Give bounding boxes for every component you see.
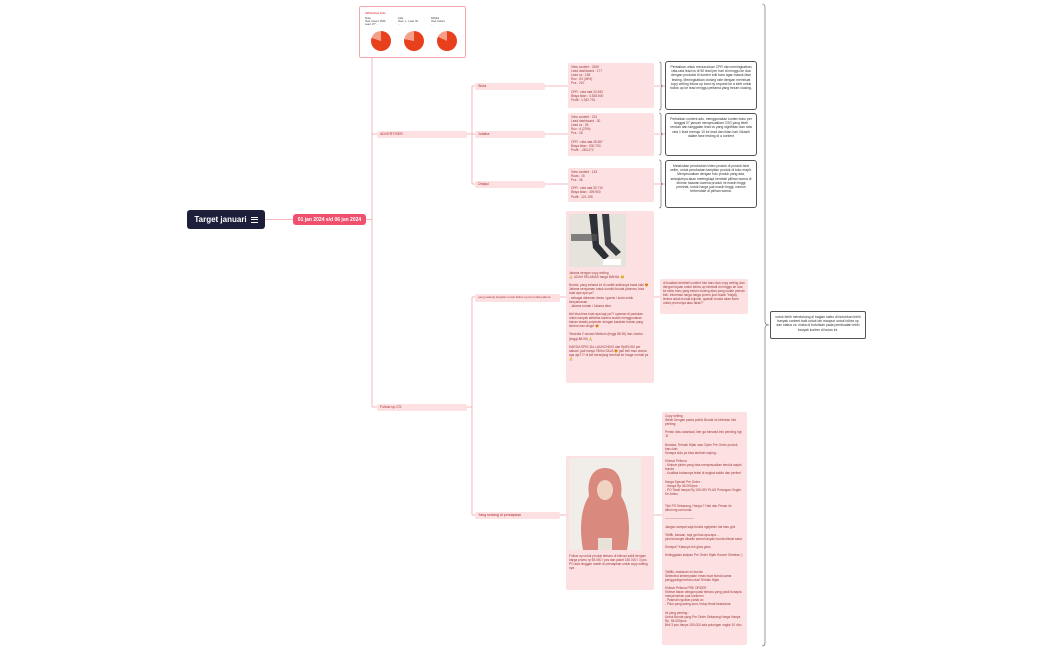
copywriting-card[interactable]: Copy writing Week Dengan pama public Bun… [662,412,747,645]
jalama-product-photo [569,214,626,267]
root-topic[interactable]: Target januari [187,210,265,229]
copywriting-text: Copy writing Week Dengan pama public Bun… [665,414,743,627]
pie-cell-sinta: Sinta View content: 2549 Lead: 177 ... [365,17,397,55]
branch-follow-up-cs[interactable]: Follow up CS [377,403,467,411]
branch-in-preparation[interactable]: Yang sedang di persiapkan [475,511,560,519]
pie-label: Sinta View content: 2549 Lead: 177 ... [365,17,386,26]
pie-label: Julia View: 1... Lead: 30 ... [398,17,418,26]
jalama-follow-up-text: di buatkan kembali content foto baru dan… [663,281,746,306]
note-julaiha[interactable]: Perbaikan content ads, menggunakan konte… [665,113,757,156]
branch-advertiser[interactable]: ADVERTISER [377,130,467,138]
stats-text: View content : 2549 Lead dashboard : 177… [571,65,604,102]
date-range-topic[interactable]: 01 jan 2024 s/d 06 jan 2024 [293,214,366,225]
note-dhiqiul[interactable]: Melakukan perubahan video produk di prod… [665,160,757,208]
stats-card-dhiqiul[interactable]: View content : 143 Roas : 15 Pcs : 36 CP… [568,168,654,202]
note-sinta[interactable]: Perbaikan untuk menurunkan CPR dan menin… [665,61,757,110]
menu-lines-icon[interactable] [250,215,258,224]
thumbnail-title: ADVertise Ads [365,11,386,15]
root-title: Target januari [194,215,247,224]
summary-note[interactable]: untuk lebih mendukung di bagian sales di… [770,311,866,339]
stats-card-sinta[interactable]: View content : 2549 Lead dashboard : 177… [568,63,654,108]
pie-cell-julia: Julia View: 1... Lead: 30 ... [398,17,430,55]
ads-chart-thumbnail[interactable]: ADVertise Ads Sinta View content: 2549 L… [359,6,466,58]
jalama-follow-up-card[interactable]: di buatkan kembali content foto baru dan… [660,279,748,314]
hijab-product-photo [569,458,641,550]
pie-cell-dhiqhul: Dhiqhul View content ... [431,17,463,55]
pie-chart [371,31,391,51]
pie-chart [404,31,424,51]
pie-chart [437,31,457,51]
hijab-caption: Follow up untuk produk terbaru di khimar… [569,554,649,571]
stats-text: View content : 143 Roas : 15 Pcs : 36 CP… [571,170,603,199]
stats-card-julaiha[interactable]: View content : 231 Lead dashboard : 30 L… [568,113,654,156]
branch-jalama-follow-up[interactable]: yang sedang berjalan untuk follow up di … [475,293,560,302]
branch-sinta[interactable]: Sinta [475,82,545,90]
branch-dhiqiul[interactable]: Dhiqiul [475,180,545,188]
pie-label: Dhiqhul View content ... [431,17,445,26]
branch-julaiha[interactable]: Julaiha [475,130,545,138]
stats-text: View content : 231 Lead dashboard : 30 L… [571,115,603,152]
jalama-copy-text: Jalama dengan copy writing 🙏 UDAH SELAMA… [569,271,649,361]
